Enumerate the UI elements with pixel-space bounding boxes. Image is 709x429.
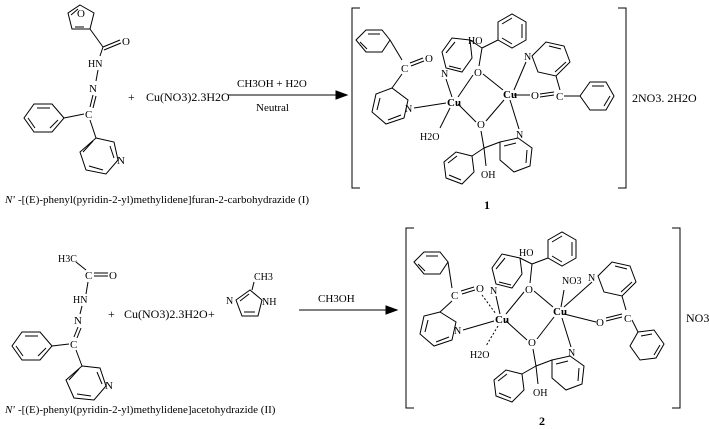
pyridine-top-left-2 [491, 253, 523, 289]
phenyl-ring-i [23, 103, 65, 133]
benzoyl-carbon-2-l: C [451, 290, 458, 302]
phenyl-right-2 [629, 329, 665, 361]
ligand-ii-structure: H3C C O HN N C N [11, 254, 117, 401]
bridging-oxygen-1a: O [474, 67, 482, 79]
complex-1-structure: Cu Cu O O HO N N C O [351, 7, 627, 189]
pyridine-bottom-2 [551, 355, 585, 391]
pyridine-ring-i [79, 137, 119, 175]
benzoyl-carbon-2-r: C [624, 313, 631, 325]
phenyl-bottom-1 [443, 151, 475, 185]
carbonyl-oxygen-ii: O [109, 270, 117, 282]
plus-sign-1: + [128, 90, 135, 104]
methyl-group-imidazole: CH3 [254, 272, 273, 283]
imine-c-ii: C [70, 339, 77, 351]
phenyl-right-1 [579, 81, 615, 111]
carbonyl-carbon-ii: C [85, 270, 92, 282]
imine-n-ii: N [74, 315, 82, 327]
pyridine-n-ii: N [105, 380, 113, 392]
copper-atom-2b: Cu [553, 306, 567, 318]
pyridine-top-left-1 [441, 37, 473, 73]
benzoyl-oxygen-2-l: O [476, 283, 484, 295]
phenyl-ring-ii [11, 331, 53, 361]
pyridine-left-2 [419, 311, 457, 347]
counter-ions-2: NO3 [686, 311, 709, 325]
hydrazide-nh-ii: HN [73, 295, 87, 306]
pyridine-n-i: N [117, 155, 125, 167]
hydroxyl-1-top: HO [468, 36, 482, 47]
pyridine-right-1 [531, 41, 571, 77]
reaction-arrow-2 [299, 305, 399, 315]
pyridine-n-2-b: N [568, 348, 575, 359]
product-number-1: 1 [484, 198, 490, 212]
bridging-oxygen-2a: O [525, 284, 533, 296]
pyridine-n-2-tl: N [490, 286, 497, 297]
methylimidazole-structure: CH3 N NH [226, 272, 276, 317]
copper-nitrate-reagent-1: Cu(NO3)2.3H2O [146, 90, 230, 104]
imidazole-nh: NH [262, 297, 276, 308]
ligand-ii-caption-prefix: N' [4, 404, 15, 416]
ligand-i-caption: -[(E)-phenyl(pyridin-2-yl)methylidene]fu… [18, 194, 309, 206]
carbonyl-oxygen: O [122, 36, 130, 48]
copper-atom-1a: Cu [447, 97, 461, 109]
bracket-left-1 [351, 7, 360, 189]
hydroxyl-1-bottom: OH [481, 170, 495, 181]
bracket-right-1 [618, 7, 627, 189]
pyridine-n-1-r: N [524, 52, 531, 63]
phenyl-left-1 [355, 29, 391, 53]
nitrate-ligand-2: NO3 [562, 276, 581, 287]
phenyl-top-2 [547, 231, 577, 267]
methyl-group-ii: H3C [58, 254, 77, 265]
conditions-2-top: CH3OH [318, 293, 355, 305]
ligand-i-structure: O O HN N C N [23, 4, 130, 175]
benzoyl-carbon-1-r: C [556, 91, 563, 103]
water-ligand-2: H2O [470, 350, 489, 361]
pyridine-ring-ii [65, 365, 107, 401]
pyridine-left-1 [371, 87, 409, 125]
pyridine-right-2 [597, 261, 637, 297]
product-number-2: 2 [539, 414, 545, 428]
reaction-arrow-1 [228, 90, 349, 100]
phenyl-top-1 [497, 13, 527, 49]
furan-oxygen: O [77, 8, 85, 20]
plus-sign-2b: + [208, 307, 215, 321]
water-ligand-1: H2O [420, 132, 439, 143]
pyridine-bottom-1 [499, 137, 533, 173]
pyridine-n-2-r: N [588, 273, 595, 284]
furan-ring [67, 4, 95, 30]
pyridine-n-1-tl: N [441, 69, 448, 80]
imine-c: C [85, 109, 92, 121]
benzoyl-oxygen-1-l: O [425, 53, 433, 65]
complex-2-structure: Cu Cu O O NO3 HO N N C O [405, 227, 681, 409]
bridging-oxygen-1b: O [477, 119, 485, 131]
phenyl-bottom-2 [493, 369, 525, 403]
hydroxyl-2-top: HO [519, 248, 533, 259]
ligand-ii-caption: -[(E)-phenyl(pyridin-2-yl)methylidene]ac… [18, 404, 276, 416]
benzoyl-oxygen-2-r: O [596, 317, 604, 329]
ligand-i-caption-prefix: N' [4, 194, 15, 206]
bridging-oxygen-2b: O [528, 337, 536, 349]
imidazole-ring [235, 289, 263, 317]
bracket-right-2 [672, 227, 681, 409]
pyridine-n-1-b: N [516, 130, 523, 141]
pyridine-n-2-l: N [454, 326, 461, 337]
conditions-1-top: CH3OH + H2O [237, 78, 307, 90]
benzoyl-oxygen-1-r: O [531, 90, 539, 102]
conditions-1-bottom: Neutral [256, 102, 289, 114]
hydrazide-nh: HN [88, 59, 102, 70]
copper-nitrate-reagent-2: Cu(NO3)2.3H2O [124, 307, 208, 321]
hydroxyl-2-bottom: OH [533, 388, 547, 399]
copper-atom-1b: Cu [503, 89, 517, 101]
phenyl-left-2 [413, 251, 449, 275]
imidazole-n: N [226, 296, 233, 307]
imine-n: N [89, 83, 97, 95]
plus-sign-2a: + [108, 307, 115, 321]
bracket-left-2 [405, 227, 414, 409]
copper-atom-2a: Cu [495, 314, 509, 326]
benzoyl-carbon-1-l: C [401, 63, 408, 75]
pyridine-n-1-l: N [405, 104, 412, 115]
counter-ions-1: 2NO3. 2H2O [632, 91, 697, 105]
